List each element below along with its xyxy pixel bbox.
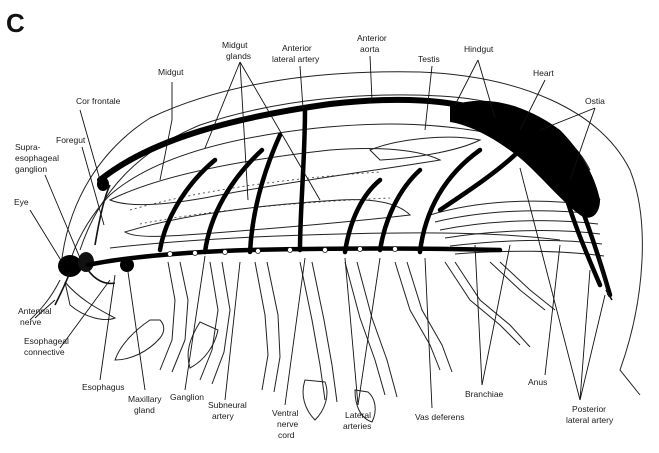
label-anterior-lateral-artery-2: lateral artery (272, 54, 320, 64)
claw-2 (188, 322, 218, 368)
esophageal-connective (88, 270, 115, 283)
anterior-aorta-vessel (100, 100, 490, 180)
midgut-gland-upper (110, 148, 440, 204)
label-subneural-artery-1: Subneural (208, 400, 247, 410)
label-subneural-artery-2: artery (212, 411, 234, 421)
label-lateral-arteries-2: arteries (343, 421, 371, 431)
label-esophageal-connective-1: Esophageal (24, 336, 69, 346)
posterior-lateral-artery-1 (440, 150, 520, 210)
antenna-scale (65, 282, 115, 319)
label-esophagus: Esophagus (82, 382, 125, 392)
label-anterior-aorta-1: Anterior (357, 33, 387, 43)
label-ventral-nerve-cord-2: nerve (277, 419, 299, 429)
label-antennal-nerve-2: nerve (20, 317, 42, 327)
label-hindgut: Hindgut (464, 44, 494, 54)
label-cor-frontale: Cor frontale (76, 96, 121, 106)
label-posterior-lateral-artery-2: lateral artery (566, 415, 614, 425)
label-posterior-lateral-artery-1: Posterior (572, 404, 606, 414)
label-ventral-nerve-cord-1: Ventral (272, 408, 299, 418)
label-esophageal-connective-2: connective (24, 347, 65, 357)
label-anus: Anus (528, 377, 547, 387)
label-ganglion: Ganglion (170, 392, 204, 402)
label-maxillary-gland-1: Maxillary (128, 394, 162, 404)
label-vas-deferens: Vas deferens (415, 412, 464, 422)
label-testis: Testis (418, 54, 440, 64)
label-maxillary-gland-2: gland (134, 405, 155, 415)
label-anterior-aorta-2: aorta (360, 44, 380, 54)
thoracic-legs (160, 262, 555, 402)
label-ostia: Ostia (585, 96, 605, 106)
label-ventral-nerve-cord-3: cord (278, 430, 295, 440)
label-foregut: Foregut (56, 135, 86, 145)
label-midgut: Midgut (158, 67, 184, 77)
label-antennal-nerve-1: Antennal (18, 306, 52, 316)
panel-letter: C (6, 8, 25, 38)
label-supraesophageal-2: esophageal (15, 153, 59, 163)
antennal-nerve (55, 272, 70, 305)
foregut-tube (95, 185, 110, 245)
label-midgut-glands-1: Midgut (222, 40, 248, 50)
label-eye: Eye (14, 197, 29, 207)
label-branchiae: Branchiae (465, 389, 504, 399)
label-supraesophageal-1: Supra- (15, 142, 41, 152)
ventral-nerve-cord (88, 249, 500, 266)
label-heart: Heart (533, 68, 554, 78)
cor-frontale (97, 177, 109, 191)
label-anterior-lateral-artery-1: Anterior (282, 43, 312, 53)
label-midgut-glands-2: glands (226, 51, 251, 61)
label-supraesophageal-3: ganglion (15, 164, 47, 174)
label-lateral-arteries-1: Lateral (345, 410, 371, 420)
